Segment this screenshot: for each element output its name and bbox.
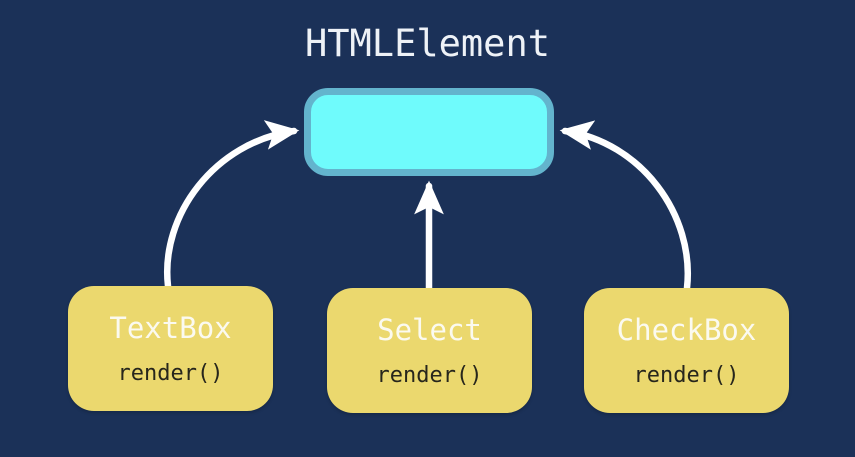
subclass-box-checkbox[interactable]: CheckBox render() <box>584 288 789 413</box>
subclass-class-name: CheckBox <box>616 312 757 347</box>
subclass-method-name: render() <box>633 362 740 388</box>
subclass-box-textbox[interactable]: TextBox render() <box>68 286 273 411</box>
subclass-method-name: render() <box>376 362 483 388</box>
superclass-box-htmlelement[interactable] <box>304 88 554 176</box>
inheritance-arrow-checkbox <box>559 120 692 292</box>
subclass-class-name: TextBox <box>109 310 232 345</box>
subclass-method-name: render() <box>117 360 224 386</box>
subclass-box-select[interactable]: Select render() <box>327 288 532 413</box>
inheritance-arrow-textbox <box>163 120 300 290</box>
superclass-box-label <box>429 132 430 133</box>
subclass-class-name: Select <box>377 312 482 347</box>
page-title: HTMLElement <box>304 22 551 65</box>
